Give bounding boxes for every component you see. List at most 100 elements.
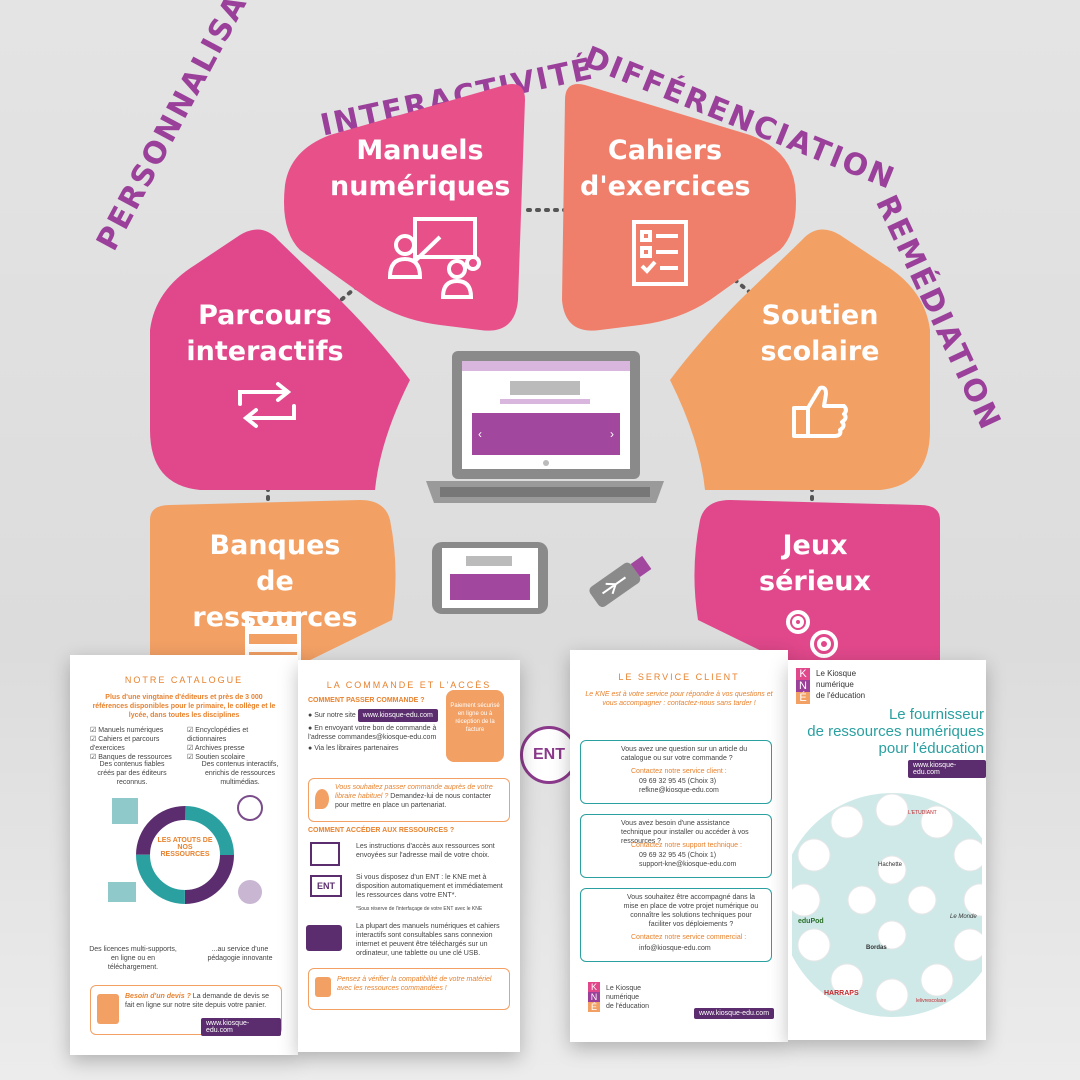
- cover-letter-e: É: [796, 692, 810, 704]
- support-box: Vous avez besoin d'une assistance techni…: [580, 814, 772, 878]
- atouts-ring-diagram: [108, 795, 263, 904]
- caption-pedagogie: ...au service d'une pédagogie innovante: [207, 946, 273, 962]
- catalogue-list-right: ☑ Encyclopédies et dictionnaires ☑ Archi…: [187, 726, 278, 762]
- usb-stick-icon: [589, 555, 652, 608]
- box3-contact: Contactez notre service commercial :: [631, 934, 747, 941]
- cover-letter-k: K: [796, 668, 810, 680]
- caption-licences: Des licences multi-supports, en ligne ou…: [89, 946, 177, 971]
- card-jeux-line2: sérieux: [759, 566, 871, 597]
- list-item: ☑ Encyclopédies et dictionnaires: [187, 727, 249, 743]
- publisher-lemonde: Le Monde: [950, 914, 977, 920]
- compat-box: Pensez à vérifier la compatibilité de vo…: [308, 968, 510, 1010]
- map-pin-icon: [315, 789, 329, 809]
- list-item: ☑ Archives presse: [187, 745, 245, 752]
- list-item: ☑ Banques de ressources: [90, 754, 172, 761]
- publisher-harraps: HARRAPS: [824, 990, 859, 997]
- card-manuels-line1: Manuels: [356, 135, 484, 166]
- publishers-wheel: [792, 793, 982, 1017]
- brochure-cover-page: K N É Le Kiosque numérique de l'éducatio…: [788, 660, 986, 1040]
- publisher-lelivrescolaire: lelivrescolaire: [916, 998, 947, 1004]
- logo-letter-n: N: [588, 992, 600, 1002]
- logo-letter-k: K: [588, 982, 600, 992]
- box1-question: Vous avez une question sur un article du…: [621, 746, 748, 762]
- card-jeux-line1: Jeux: [782, 530, 848, 561]
- cover-title: Le fournisseur de ressources numériques …: [807, 706, 984, 757]
- catalogue-intro: Plus d'une vingtaine d'éditeurs et près …: [92, 694, 276, 719]
- commande-heading: LA COMMANDE ET L'ACCÈS: [326, 680, 492, 690]
- card-soutien-line1: Soutien: [761, 300, 879, 331]
- lock-icon: Paiement sécurisé en ligne ou à réceptio…: [446, 690, 504, 762]
- card-cahiers[interactable]: Cahiers d'exercices: [580, 133, 751, 205]
- publisher-etudiant: L'ETUDIANT: [908, 810, 937, 816]
- card-cahiers-line1: Cahiers: [607, 135, 723, 166]
- url-badge[interactable]: www.kiosque-edu.com: [694, 1008, 775, 1019]
- card-jeux[interactable]: Jeux sérieux: [730, 528, 900, 600]
- list-item: ☑ Manuels numériques: [90, 727, 164, 734]
- acces-offline: La plupart des manuels numériques et cah…: [356, 923, 500, 957]
- box2-phone[interactable]: 09 69 32 95 45 (Choix 1): [639, 852, 717, 859]
- svg-text:‹: ‹: [478, 427, 482, 441]
- teacher-board-icon: [387, 217, 481, 299]
- card-cahiers-line2: d'exercices: [580, 171, 751, 202]
- caption-interactifs: Des contenus interactifs, enrichis de re…: [201, 761, 279, 786]
- kne-logo-cover: K N É: [796, 668, 810, 704]
- svg-text:›: ›: [610, 427, 614, 441]
- caption-fiables: Des contenus fiables créés par des édite…: [97, 761, 167, 786]
- list-item: ☑ Cahiers et parcours d'exercices: [90, 736, 160, 752]
- card-parcours[interactable]: Parcours interactifs: [180, 298, 350, 370]
- card-soutien[interactable]: Soutien scolaire: [735, 298, 905, 370]
- mail-icon: [310, 842, 340, 866]
- box1-email[interactable]: refkne@kiosque-edu.com: [639, 787, 719, 794]
- card-banques-line1: Banques: [209, 530, 341, 561]
- service-intro: Le KNE est à votre service pour répondre…: [585, 691, 773, 707]
- service-heading: LE SERVICE CLIENT: [618, 672, 740, 682]
- publisher-hachette: Hachette: [878, 862, 903, 868]
- url-badge[interactable]: www.kiosque-edu.com: [201, 1018, 281, 1036]
- box2-email[interactable]: support-kne@kiosque-edu.com: [639, 861, 737, 868]
- compat-text: Pensez à vérifier la compatibilité de vo…: [337, 976, 492, 992]
- thumb-icon: [315, 977, 331, 997]
- acces-ent-note: *Sous réserve de l'interfaçage de votre …: [356, 906, 483, 912]
- service-client-box: Vous avez une question sur un article du…: [580, 740, 772, 804]
- acces-ent: Si vous disposez d'un ENT : le KNE met à…: [356, 874, 503, 899]
- commande-site: ● Sur notre site www.kiosque-edu.com: [308, 709, 438, 722]
- box2-contact: Contactez notre support technique :: [631, 842, 742, 849]
- list-item: ☑ Soutien scolaire: [187, 754, 246, 761]
- box1-phone[interactable]: 09 69 32 95 45 (Choix 3): [639, 778, 717, 785]
- card-manuels-line2: numériques: [330, 171, 511, 202]
- ent-badge: ENT: [520, 726, 578, 784]
- card-parcours-line1: Parcours: [198, 300, 332, 331]
- card-manuels[interactable]: Manuels numériques: [330, 133, 510, 205]
- box2-question: Vous avez besoin d'une assistance techni…: [621, 820, 749, 845]
- devis-text: Besoin d'un devis ? La demande de devis …: [125, 993, 270, 1009]
- logo-letter-e: É: [588, 1002, 600, 1012]
- brochure-commande-page: LA COMMANDE ET L'ACCÈS COMMENT PASSER CO…: [298, 660, 520, 1052]
- libraire-box: Vous souhaitez passer commande auprès de…: [308, 778, 510, 822]
- calculator-icon: [97, 994, 119, 1024]
- kne-logo-text: Le Kiosque numérique de l'éducation: [606, 985, 649, 1010]
- acces-subheading: COMMENT ACCÉDER AUX RESSOURCES ?: [308, 827, 455, 834]
- brochure-catalogue-page: NOTRE CATALOGUE Plus d'une vingtaine d'é…: [70, 655, 298, 1055]
- catalogue-heading: NOTRE CATALOGUE: [124, 675, 244, 685]
- box1-contact: Contactez notre service client :: [631, 768, 727, 775]
- libraire-text: Vous souhaitez passer commande auprès de…: [335, 784, 493, 809]
- url-badge[interactable]: www.kiosque-edu.com: [908, 760, 986, 778]
- url-badge[interactable]: www.kiosque-edu.com: [357, 709, 438, 722]
- tablet-illustration: [432, 542, 548, 614]
- box3-email[interactable]: info@kiosque-edu.com: [639, 945, 711, 952]
- kne-logo-small: K N É: [588, 982, 600, 1012]
- checklist-icon: [632, 220, 688, 286]
- thumbs-up-icon: [792, 385, 848, 438]
- catalogue-lists: ☑ Manuels numériques ☑ Cahiers et parcou…: [90, 726, 278, 762]
- publisher-edupod: eduPod: [798, 918, 824, 925]
- lock-text: Paiement sécurisé en ligne ou à réceptio…: [450, 703, 500, 733]
- acces-mail: Les instructions d'accès aux ressources …: [356, 843, 495, 859]
- commande-libraires: ● Via les libraires partenaires: [308, 745, 399, 752]
- commercial-box: Vous souhaitez être accompagné dans la m…: [580, 888, 772, 962]
- laptop-illustration: ‹ ›: [426, 351, 664, 503]
- devices-icon: [306, 925, 342, 951]
- gears-icon: [786, 610, 838, 658]
- devis-box: Besoin d'un devis ? La demande de devis …: [90, 985, 282, 1036]
- card-parcours-line2: interactifs: [186, 336, 344, 367]
